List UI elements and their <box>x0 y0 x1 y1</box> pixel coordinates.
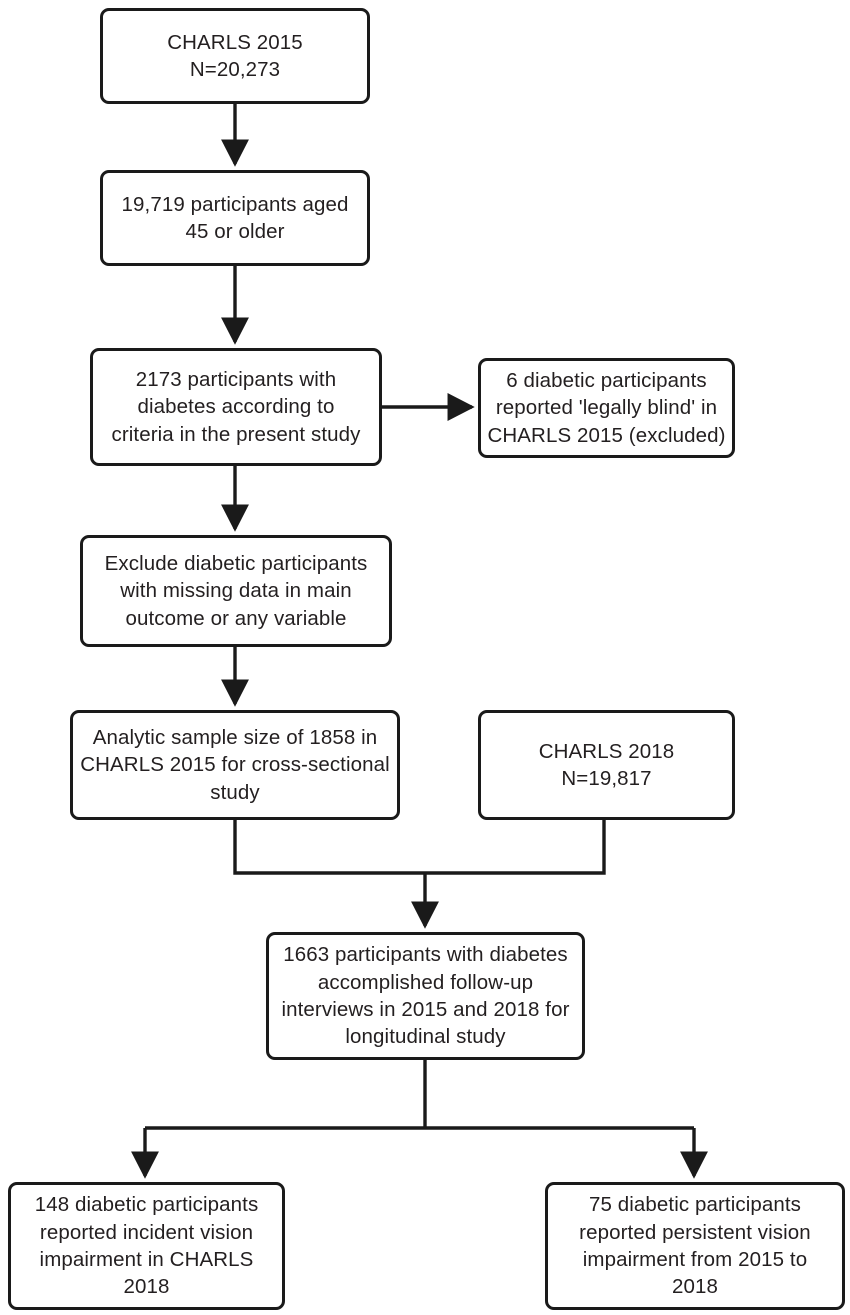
edge-merge-analytic-charls2018-left <box>233 820 425 875</box>
node-charls2015[interactable]: CHARLS 2015 N=20,273 <box>100 8 370 104</box>
node-legally-blind-excluded[interactable]: 6 diabetic participants reported 'legall… <box>478 358 735 458</box>
node-followup-1663[interactable]: 1663 participants with diabetes accompli… <box>266 932 585 1060</box>
node-persistent-vision-75-label: 75 diabetic participants reported persis… <box>579 1193 811 1299</box>
node-analytic-sample-1858-label: Analytic sample size of 1858 in CHARLS 2… <box>80 725 390 804</box>
node-incident-vision-148[interactable]: 148 diabetic participants reported incid… <box>8 1182 285 1310</box>
node-participants-aged-45[interactable]: 19,719 participants aged 45 or older <box>100 170 370 266</box>
node-participants-aged-45-label: 19,719 participants aged 45 or older <box>121 192 349 243</box>
edge-merge-analytic-charls2018-right <box>425 820 606 875</box>
node-diabetes-2173[interactable]: 2173 participants with diabetes accordin… <box>90 348 382 466</box>
node-charls2015-label: CHARLS 2015 N=20,273 <box>167 30 303 81</box>
node-analytic-sample-1858[interactable]: Analytic sample size of 1858 in CHARLS 2… <box>70 710 400 820</box>
node-persistent-vision-75[interactable]: 75 diabetic participants reported persis… <box>545 1182 845 1310</box>
node-charls2018[interactable]: CHARLS 2018 N=19,817 <box>478 710 735 820</box>
node-legally-blind-excluded-label: 6 diabetic participants reported 'legall… <box>487 368 726 447</box>
node-exclude-missing-data-label: Exclude diabetic participants with missi… <box>104 551 368 630</box>
node-incident-vision-148-label: 148 diabetic participants reported incid… <box>34 1193 259 1299</box>
node-diabetes-2173-label: 2173 participants with diabetes accordin… <box>111 367 361 446</box>
node-charls2018-label: CHARLS 2018 N=19,817 <box>538 739 675 790</box>
node-followup-1663-label: 1663 participants with diabetes accompli… <box>281 943 570 1049</box>
node-exclude-missing-data[interactable]: Exclude diabetic participants with missi… <box>80 535 392 647</box>
